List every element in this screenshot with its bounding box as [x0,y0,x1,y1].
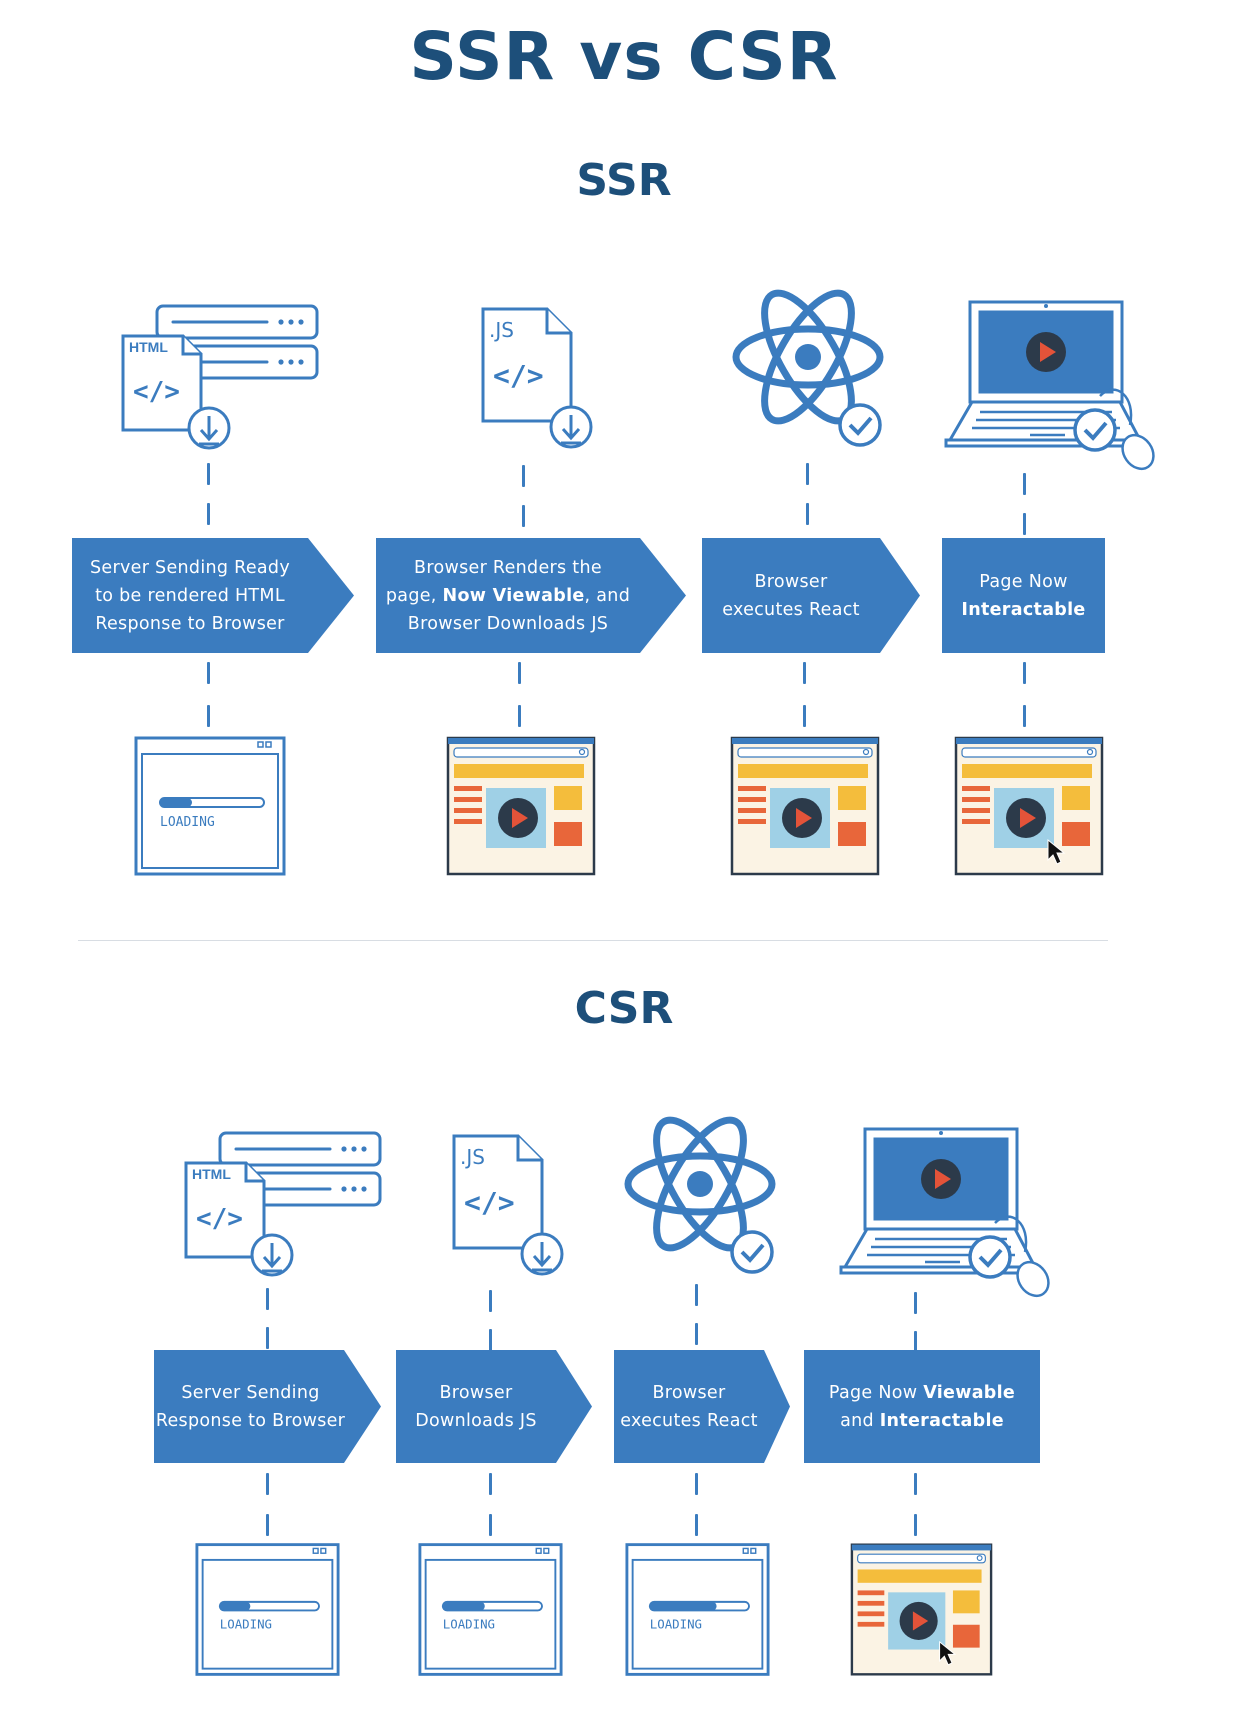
connector-dash [914,1331,917,1353]
loading-label: LOADING [220,1617,272,1632]
connector-dash [489,1290,492,1312]
connector-dash [207,463,210,485]
connector-dash [1023,662,1026,684]
connector-dash [489,1514,492,1536]
loading-label: LOADING [650,1617,702,1632]
html-server-icon: HTML </> [121,304,319,450]
code-glyph: </> [196,1204,243,1234]
laptop-icon [839,1127,1050,1298]
html-file-label: HTML [129,339,168,355]
connector-dash [1023,473,1026,495]
connector-dash [806,503,809,525]
connector-dash [522,465,525,487]
connector-dash [207,503,210,525]
code-glyph: </> [464,1186,515,1219]
section-divider [78,940,1108,941]
csr-section-title: CSR [574,983,674,1034]
connector-dash [1023,705,1026,727]
connector-dash [914,1473,917,1495]
js-file-label: .JS [489,318,514,342]
laptop-icon [944,300,1155,471]
webpage-interactive-icon [954,736,1104,876]
connector-dash [266,1327,269,1349]
loading-screen-icon: LOADING [134,736,286,876]
connector-dash [266,1288,269,1310]
react-atom-icon [624,1116,776,1274]
webpage-interactive-icon [850,1543,993,1676]
code-glyph: </> [133,377,180,407]
ssr-section-title: SSR [576,155,672,206]
connector-dash [806,463,809,485]
js-file-label: .JS [460,1145,485,1169]
code-glyph: </> [493,359,544,392]
connector-dash [914,1292,917,1314]
connector-dash [207,662,210,684]
webpage-screen-icon [446,736,596,876]
connector-dash [489,1329,492,1351]
html-server-icon: HTML </> [184,1131,382,1277]
connector-dash [489,1473,492,1495]
connector-dash [695,1323,698,1345]
react-atom-icon [732,289,884,447]
connector-dash [695,1473,698,1495]
connector-dash [914,1514,917,1536]
connector-dash [695,1284,698,1306]
connector-dash [1023,513,1026,535]
js-file-icon: .JS </> [452,1134,564,1276]
loading-screen-icon: LOADING [418,1543,563,1676]
webpage-screen-icon [730,736,880,876]
loading-screen-icon: LOADING [195,1543,340,1676]
loading-label: LOADING [443,1617,495,1632]
connector-dash [518,705,521,727]
page-title: SSR vs CSR [409,18,839,95]
html-file-label: HTML [192,1166,231,1182]
connector-dash [803,662,806,684]
loading-screen-icon: LOADING [625,1543,770,1676]
loading-label: LOADING [160,815,215,830]
connector-dash [266,1514,269,1536]
connector-dash [207,705,210,727]
js-file-icon: .JS </> [481,307,593,449]
connector-dash [803,705,806,727]
connector-dash [522,505,525,527]
connector-dash [266,1473,269,1495]
connector-dash [518,662,521,684]
connector-dash [695,1514,698,1536]
